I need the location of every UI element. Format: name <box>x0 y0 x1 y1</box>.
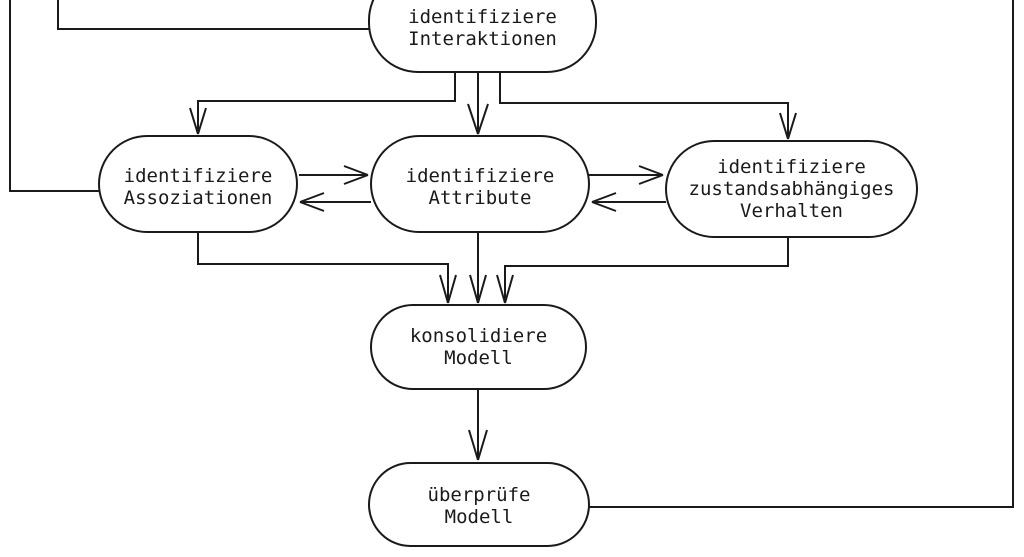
node-label-line: Modell <box>444 347 513 369</box>
edge-assoziationen-to-attribute <box>299 165 369 185</box>
node-label-line: zustandsabhängiges <box>688 178 895 200</box>
node-label-line: identifiziere <box>123 164 273 187</box>
edge-interaktionen-to-verhalten <box>499 72 797 140</box>
node-identifiziere-interaktionen: identifiziere Interaktionen <box>368 0 597 73</box>
node-label-line: Assoziationen <box>123 186 273 209</box>
node-label-line: überprüfe <box>427 483 531 506</box>
node-label-line: Attribute <box>428 186 532 209</box>
edge-verhalten-to-attribute <box>591 192 666 212</box>
edge-attribute-to-assoziationen <box>299 192 371 212</box>
node-label-line: identifiziere <box>405 164 555 187</box>
edge-offscreen-to-assoziationen <box>9 0 100 192</box>
node-label-line: Modell <box>444 505 514 528</box>
node-identifiziere-attribute: identifiziere Attribute <box>370 135 590 233</box>
edge-attribute-to-konsolidiere <box>469 232 487 304</box>
node-ueberpruefe-modell: überprüfe Modell <box>368 462 590 547</box>
node-konsolidiere-modell: konsolidiere Modell <box>370 304 587 390</box>
node-label-line: identifiziere <box>717 156 866 178</box>
edge-assoziationen-to-konsolidiere <box>197 232 457 304</box>
node-label-line: konsolidiere <box>409 325 548 347</box>
edge-offscreen-to-interaktionen <box>57 0 370 30</box>
edge-interaktionen-to-assoziationen <box>189 72 456 135</box>
node-label-line: Interaktionen <box>408 27 557 50</box>
node-label-line: Verhalten <box>740 200 843 222</box>
node-identifiziere-zustandsabhaengiges-verhalten: identifiziere zustandsabhängiges Verhalt… <box>665 140 918 238</box>
edge-interaktionen-to-attribute <box>467 72 489 135</box>
node-label-line: identifiziere <box>408 5 557 28</box>
edge-attribute-to-verhalten <box>589 165 664 185</box>
edge-konsolidiere-to-ueberpruefe <box>468 389 488 461</box>
edge-verhalten-to-konsolidiere <box>496 237 789 304</box>
node-identifiziere-assoziationen: identifiziere Assoziationen <box>98 135 298 233</box>
edge-ueberpruefe-to-offscreen-top-right <box>589 0 1014 508</box>
